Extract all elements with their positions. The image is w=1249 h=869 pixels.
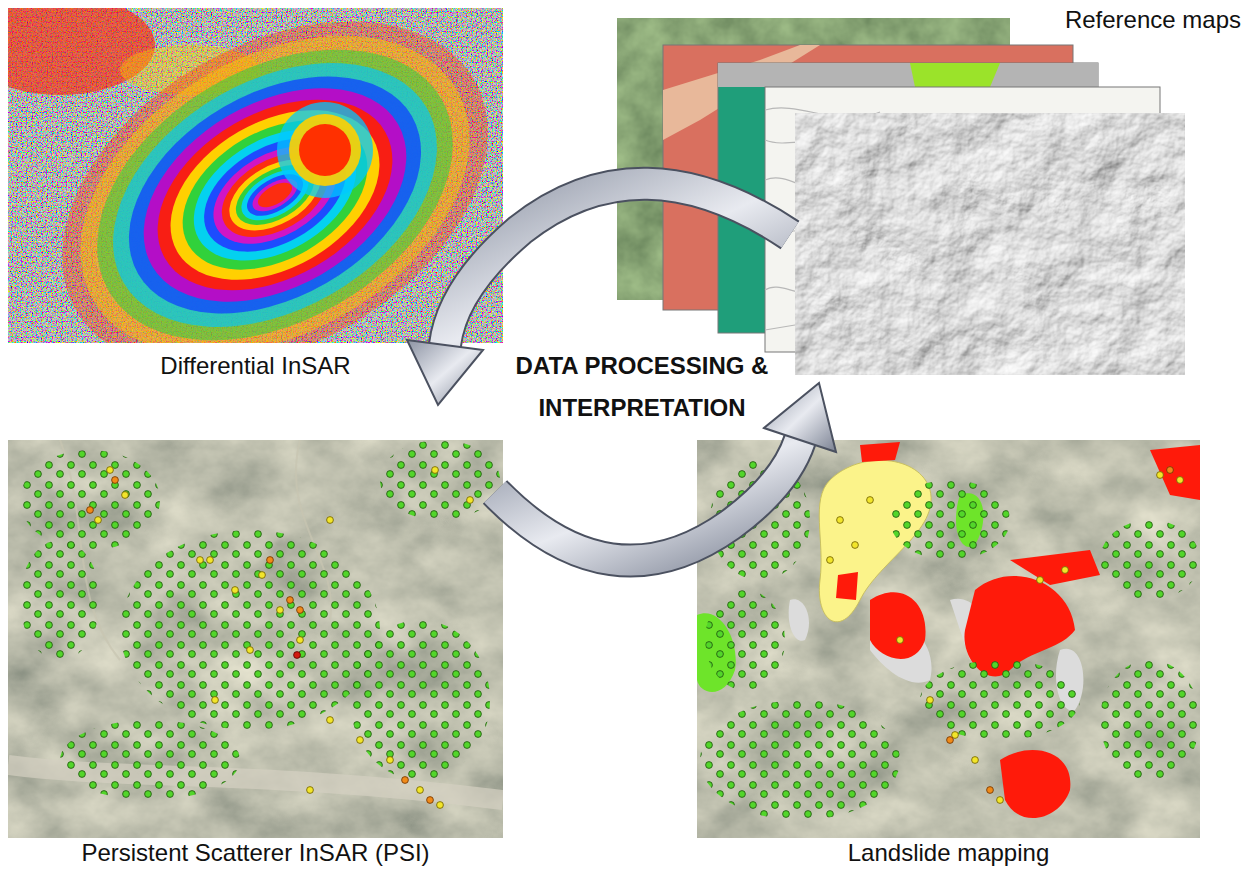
landslide-map-image-part-part (897, 637, 904, 644)
psi-aerial-image-part (60, 720, 240, 800)
panel-caption: Persistent Scatterer InSAR (PSI) (81, 839, 429, 867)
landslide-map-image-part (920, 660, 1080, 740)
interferogram-image-part-part (24, 8, 503, 343)
interferogram-image (8, 8, 503, 343)
psi-aerial-image-part-part (417, 787, 424, 794)
landslide-map-image-part (1100, 660, 1200, 780)
psi-aerial-image-part-part (297, 637, 304, 644)
interferogram-image-part-part (124, 60, 426, 329)
landslide-map-image-part (827, 472, 1184, 804)
psi-aerial-image-part (20, 450, 160, 550)
psi-aerial-image-part-part (95, 517, 102, 524)
landslide-map-image-part-part (927, 697, 934, 704)
psi-aerial-image-part-part (247, 647, 254, 654)
landslide-map-image-part-part (1167, 467, 1174, 474)
psi-aerial-image-part-part (87, 507, 94, 514)
landslide-map-image-part (757, 467, 1174, 794)
psi-aerial-image-part (20, 540, 100, 660)
interferogram-image-part (289, 114, 361, 186)
panel-caption: Landslide mapping (848, 839, 1049, 867)
psi-aerial-image-part-part (402, 777, 409, 784)
psi-aerial-image-part-part (467, 497, 474, 504)
reference-maps-panel: Reference maps (617, 4, 1245, 376)
landslide-map-image-part (890, 480, 1010, 560)
psi-aerial-image-part (380, 440, 500, 520)
landslide-map-image-part-part (1037, 577, 1044, 584)
landslide-map-image-part-part (1157, 472, 1164, 479)
landslide-map-image-part (705, 590, 785, 690)
psi-panel: Persistent Scatterer InSAR (PSI) (8, 440, 503, 867)
interferogram-image-part-part (254, 178, 296, 213)
psi-aerial-image-part-part (287, 597, 294, 604)
psi-aerial-image-part (120, 530, 380, 730)
interferogram-image-part-part (87, 28, 463, 343)
landslide-map-image-part-part (947, 737, 954, 744)
cycle-arrows-part (407, 340, 483, 405)
interferogram-image-part-part (46, 8, 503, 343)
psi-aerial-image-part-part (387, 757, 394, 764)
landslide-map-image-part (1100, 520, 1200, 600)
psi-aerial-image-part-part (357, 737, 364, 744)
psi-aerial-image-part-part (437, 802, 444, 809)
psi-aerial-image-part-part (427, 797, 434, 804)
psi-aerial-image-part-part (212, 697, 219, 704)
psi-aerial-image-part-part (277, 607, 284, 614)
insar-panel: Differential InSAR (8, 8, 503, 388)
psi-aerial-image-part-part (207, 557, 214, 564)
psi-aerial-image-part (350, 620, 490, 780)
psi-aerial-image (8, 440, 503, 838)
psi-aerial-image-part-part (232, 587, 239, 594)
psi-aerial-image-part (294, 652, 301, 659)
landslide-map-image-part-part (827, 557, 834, 564)
landslide-map-image-part (700, 700, 900, 820)
cycle-arrows-part (445, 184, 790, 345)
psi-aerial-image-part-part (267, 557, 274, 564)
landslide-map-image-part-part (972, 757, 979, 764)
interferogram-image-part (8, 8, 503, 343)
cycle-arrows-part (445, 184, 790, 345)
interferogram-image-part-part (8, 8, 503, 343)
psi-aerial-image-part-part (107, 467, 114, 474)
psi-aerial-image-part-part (307, 787, 314, 794)
psi-aerial-image-part (87, 477, 434, 804)
cycle-arrows-part (495, 440, 800, 561)
center-label: DATA PROCESSING & INTERPRETATION (507, 345, 777, 429)
landslide-map-image-part-part (1177, 477, 1184, 484)
landslide-map-image-part-part (867, 497, 874, 504)
reference-map-stack-part (718, 63, 1098, 87)
reference-map-stack-part (795, 113, 1185, 375)
psi-aerial-image-part (95, 467, 474, 809)
interferogram-image-part-part (141, 75, 410, 314)
cycle-arrows (407, 184, 836, 561)
landslide-map-image-part-part (1062, 567, 1069, 574)
psi-aerial-image-part-part (112, 477, 119, 484)
cycle-arrows-part (495, 440, 800, 561)
landslide-map-image-part-part (837, 517, 844, 524)
interferogram-image-part (277, 102, 373, 198)
psi-aerial-image-part-part (432, 467, 439, 474)
panel-caption: Reference maps (1065, 6, 1241, 34)
interferogram-image-part (299, 124, 351, 176)
interferogram-image-part-part (106, 44, 444, 343)
interferogram-image-part-part (66, 9, 483, 343)
landslide-map-image-part-part (852, 542, 859, 549)
psi-aerial-image-part-part (297, 607, 304, 614)
landslide-panel: Landslide mapping (697, 440, 1200, 867)
interferogram-image-part-part (156, 90, 393, 301)
psi-aerial-image-part-part (122, 492, 129, 499)
psi-aerial-image-part-part (327, 717, 334, 724)
psi-aerial-image-part-part (259, 572, 266, 579)
panel-caption: Differential InSAR (160, 352, 350, 380)
psi-aerial-image-part-part (327, 517, 334, 524)
reference-map-stack-part (910, 63, 1000, 87)
interferogram-image-part-part (171, 103, 379, 288)
landslide-map-image-part-part (987, 787, 994, 794)
cycle-arrows-part (764, 383, 836, 452)
psi-aerial-image-part (8, 440, 503, 838)
psi-aerial-image-part-part (197, 557, 204, 564)
landslide-map-image-part-part (997, 797, 1004, 804)
